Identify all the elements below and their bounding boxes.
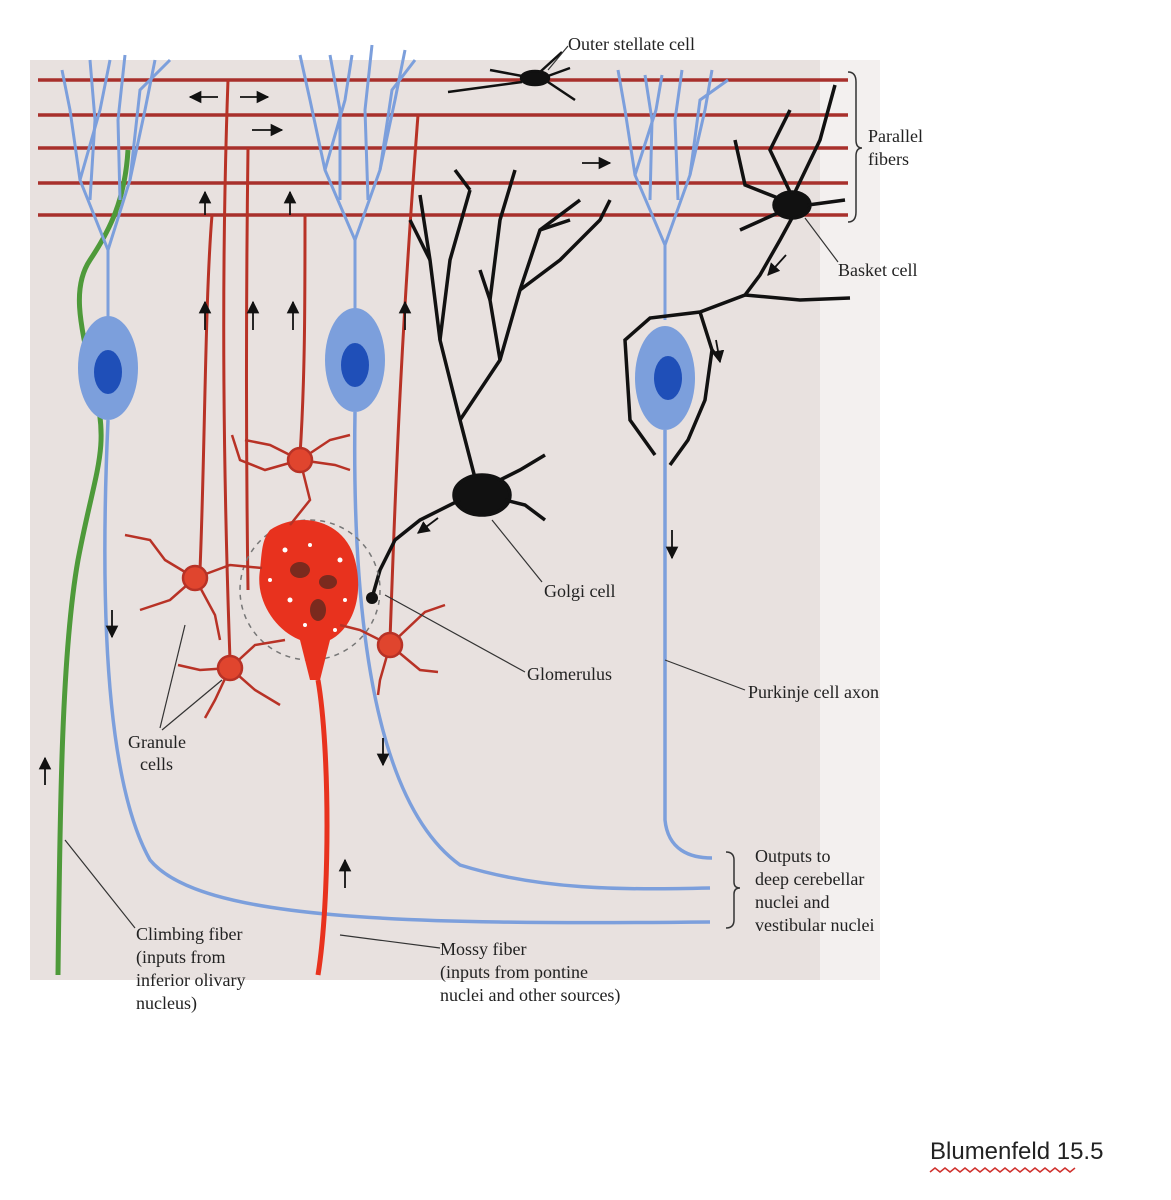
label-climbing-fiber-line4: nucleus): [136, 993, 197, 1014]
granule-cell-2: [124, 533, 263, 641]
caption-squiggle: [929, 1167, 1076, 1173]
granule-cell-3: [177, 638, 286, 719]
label-granule-cells-line1: Granule: [128, 732, 186, 752]
leader-lines: [64, 45, 839, 949]
label-parallel-fibers-line2: fibers: [868, 149, 909, 169]
label-glomerulus: Glomerulus: [527, 664, 612, 684]
label-climbing-fiber-line3: inferior olivary: [136, 970, 245, 990]
label-climbing-fiber-line2: (inputs from: [136, 947, 226, 968]
glomerulus-boundary: [239, 519, 381, 661]
label-golgi-cell: Golgi cell: [544, 581, 615, 601]
label-outer-stellate-cell: Outer stellate cell: [568, 34, 695, 54]
figure-caption: Blumenfeld 15.5: [930, 1138, 1104, 1165]
label-mossy-fiber-line2: (inputs from pontine: [440, 962, 588, 983]
granule-axons: [198, 79, 420, 661]
label-outputs-line4: vestibular nuclei: [755, 915, 874, 935]
label-mossy-fiber-line1: Mossy fiber: [440, 939, 527, 959]
purkinje-cell-1: [60, 54, 711, 925]
outer-stellate-cell: [447, 51, 576, 102]
diagram-background-fade: [820, 60, 880, 980]
label-granule-cells-line2: cells: [140, 754, 173, 774]
mossy-fiber: [259, 520, 359, 976]
purkinje-cell-2: [298, 44, 711, 891]
direction-arrows: [38, 90, 787, 888]
golgi-axon-terminal: [366, 592, 378, 604]
brackets: [725, 71, 863, 929]
granule-cell-1: [230, 433, 351, 526]
label-parallel-fibers-line1: Parallel: [868, 126, 923, 146]
diagram-background: [30, 60, 860, 980]
basket-cell: [623, 84, 851, 467]
purkinje-cell-3: [616, 69, 729, 860]
label-outputs-line1: Outputs to: [755, 846, 831, 866]
label-outputs-line2: deep cerebellar: [755, 869, 864, 889]
parallel-fibers: [38, 78, 848, 217]
climbing-fiber: [55, 149, 131, 976]
golgi-cell: [370, 168, 612, 599]
label-purkinje-cell-axon: Purkinje cell axon: [748, 682, 879, 702]
label-climbing-fiber-line1: Climbing fiber: [136, 924, 243, 944]
label-basket-cell: Basket cell: [838, 260, 917, 280]
granule-cell-4: [339, 603, 446, 696]
label-outputs-line3: nuclei and: [755, 892, 829, 912]
label-mossy-fiber-line3: nuclei and other sources): [440, 985, 620, 1006]
